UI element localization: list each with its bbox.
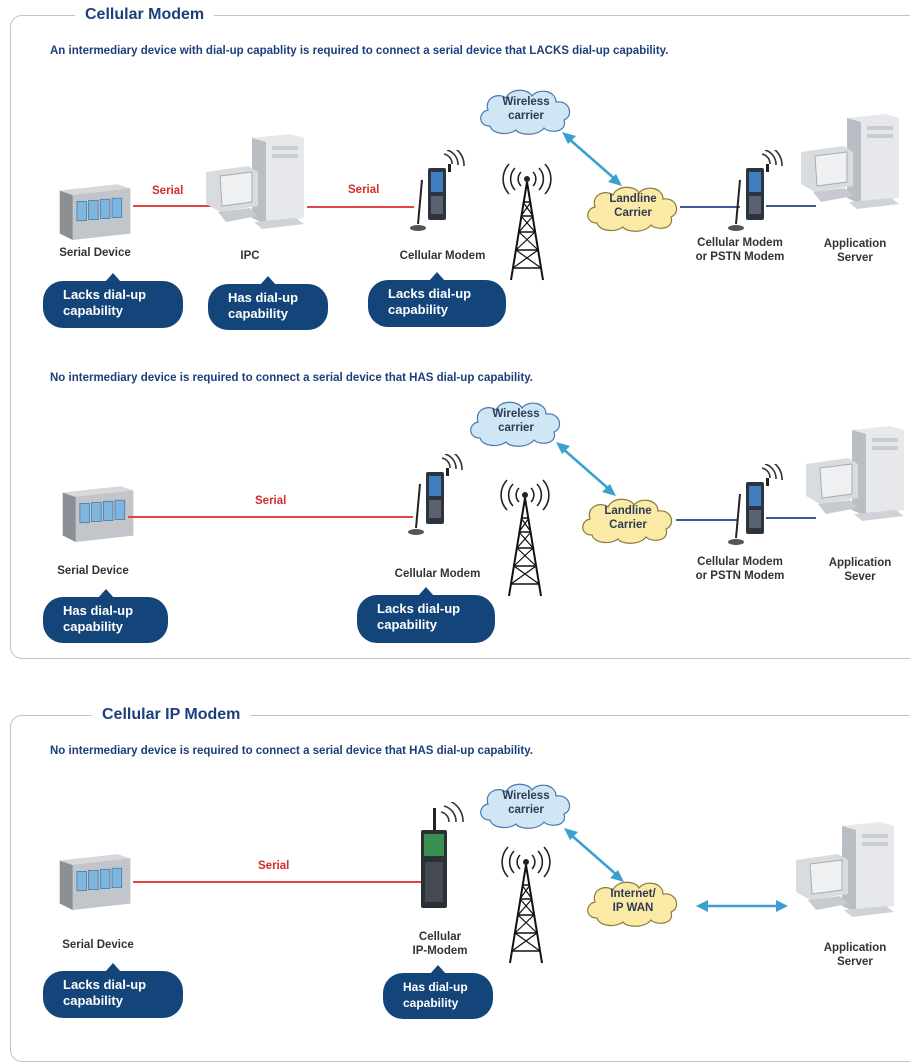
serial-device-icon [55,178,135,242]
label-serial-device-3: Serial Device [62,939,134,951]
label-cellular-modem: Cellular Modem [399,250,486,262]
panel-cellular-modem [10,15,910,659]
application-server-icon [795,112,905,212]
landline-link-2a [676,519,738,521]
arrow-wireless-landline-2 [556,442,616,496]
panel-title-cellular-ip-modem: Cellular IP Modem [92,705,251,725]
application-server-icon-3 [790,820,900,920]
serial-line-2 [307,206,414,208]
label-ipc: IPC [240,250,260,262]
cellular-modem-icon-2 [402,454,472,544]
note-has-dialup-1: No intermediary device is required to co… [50,372,533,384]
cellular-modem-icon [404,150,474,240]
landline-link-1b [766,205,816,207]
arrow-internet-server [696,900,788,912]
arrow-wireless-landline-1 [562,132,622,186]
label-serial-device: Serial Device [59,247,131,259]
arrow-wireless-internet [564,828,624,882]
panel-title-cellular-modem: Cellular Modem [75,5,215,25]
remote-modem-icon [722,150,792,240]
label-serial-1: Serial [152,185,184,197]
label-serial-2: Serial [348,184,380,196]
serial-line-1 [133,205,223,207]
cellular-ip-modem-icon [407,802,467,912]
serial-line-4 [133,881,425,883]
label-serial-device-2: Serial Device [57,565,129,577]
landline-link-2b [766,517,816,519]
note-has-dialup-2: No intermediary device is required to co… [50,745,533,757]
remote-modem-icon-2 [722,464,792,554]
cell-tower-icon [497,162,557,282]
label-serial-3: Serial [255,495,287,507]
application-server-icon-2 [800,424,910,524]
cell-tower-icon-2 [495,478,555,598]
label-cellular-modem-2: Cellular Modem [394,568,481,580]
note-lacks-dialup: An intermediary device with dial-up capa… [50,45,669,57]
cloud-internet-ip-wan: Internet/IP WAN [583,878,683,928]
serial-device-icon-2 [58,480,138,544]
cell-tower-icon-3 [496,845,556,965]
serial-device-icon-3 [55,848,135,912]
ipc-computer-icon [200,132,310,232]
label-serial-4: Serial [258,860,290,872]
landline-link-1a [680,206,740,208]
serial-line-3 [128,516,413,518]
